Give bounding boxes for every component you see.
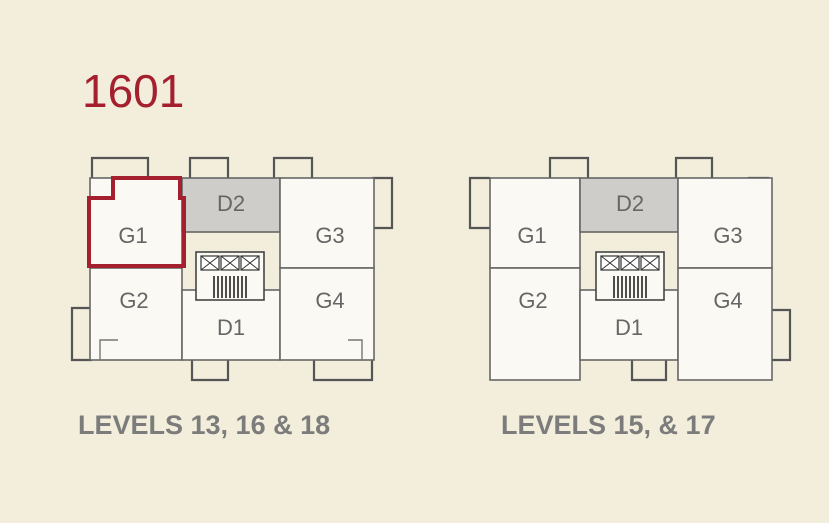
- plan-caption: LEVELS 15, & 17: [501, 410, 716, 440]
- unit-d1[interactable]: [181, 289, 281, 361]
- label-d2: D2: [217, 191, 245, 216]
- label-g2: G2: [119, 288, 148, 313]
- plan-caption: LEVELS 13, 16 & 18: [78, 410, 330, 440]
- lift-stair-core: [195, 251, 265, 301]
- unit-g3[interactable]: [677, 177, 773, 269]
- label-d1: D1: [217, 315, 245, 340]
- unit-g4[interactable]: [279, 267, 375, 361]
- highlighted-unit-outline: [87, 176, 186, 268]
- label-d2: D2: [616, 191, 644, 216]
- unit-g2[interactable]: [489, 267, 581, 381]
- lift-stair-core: [595, 251, 665, 301]
- label-d1: D1: [615, 315, 643, 340]
- label-g1: G1: [517, 223, 546, 248]
- unit-g1[interactable]: [89, 177, 183, 269]
- label-g3: G3: [713, 223, 742, 248]
- unit-g4[interactable]: [677, 267, 773, 381]
- label-g2: G2: [518, 288, 547, 313]
- unit-d2[interactable]: [181, 177, 281, 233]
- label-g4: G4: [315, 288, 344, 313]
- label-g3: G3: [315, 223, 344, 248]
- unit-d2[interactable]: [579, 177, 679, 233]
- unit-number: 1601: [82, 65, 185, 117]
- label-g4: G4: [713, 288, 742, 313]
- label-g1: G1: [118, 223, 147, 248]
- unit-g2[interactable]: [89, 267, 183, 361]
- floor-plan-levels-13-16-18: D2 G1 G3 G2 G4 D1 LEVELS 13, 16 & 18: [70, 156, 394, 440]
- unit-g1[interactable]: [489, 177, 581, 269]
- unit-g3[interactable]: [279, 177, 375, 269]
- floor-plan-levels-15-17: D2 G1 G3 G2 G4 D1 LEVELS 15, & 17: [468, 156, 792, 440]
